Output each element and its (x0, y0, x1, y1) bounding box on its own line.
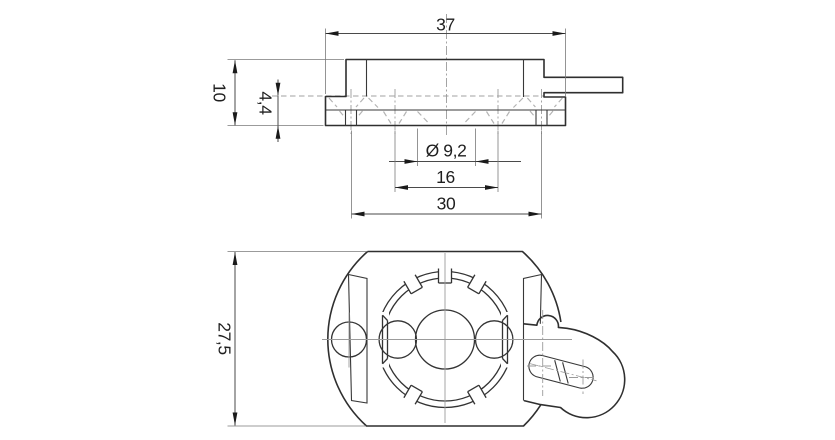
dim-label-37: 37 (436, 15, 455, 35)
dim-overall-width: 37 (325, 15, 566, 96)
dim-label-30: 30 (437, 194, 456, 214)
dim-label-27-5: 27,5 (215, 322, 235, 354)
hidden-lines (272, 95, 563, 125)
ring-notches (403, 267, 487, 406)
left-facet (347, 273, 368, 404)
dim-center-bore: Ø 9,2 (389, 128, 521, 166)
dim-label-10: 10 (210, 83, 230, 102)
dim-base-height: 4,4 (256, 79, 281, 142)
dim-label-16: 16 (436, 167, 455, 187)
inner-edges (325, 59, 566, 126)
side-view: 37 10 4,4 Ø 9,2 (210, 14, 624, 219)
dim-plan-height: 27,5 (215, 251, 367, 427)
right-facet (522, 273, 543, 401)
dim-label-bore: Ø 9,2 (426, 141, 467, 161)
centerlines-plan (322, 253, 597, 423)
part-outline-plan (327, 250, 562, 427)
part-outline-section (324, 58, 624, 127)
cable-tab (523, 314, 626, 419)
dim-inner-spacing: 16 (394, 130, 499, 192)
bottom-view: 27,5 (215, 250, 626, 427)
dim-label-4-4: 4,4 (256, 91, 276, 115)
chamfer-dashes (328, 97, 563, 125)
dim-outer-spacing: 30 (351, 130, 542, 219)
dim-overall-height: 10 (210, 59, 344, 126)
